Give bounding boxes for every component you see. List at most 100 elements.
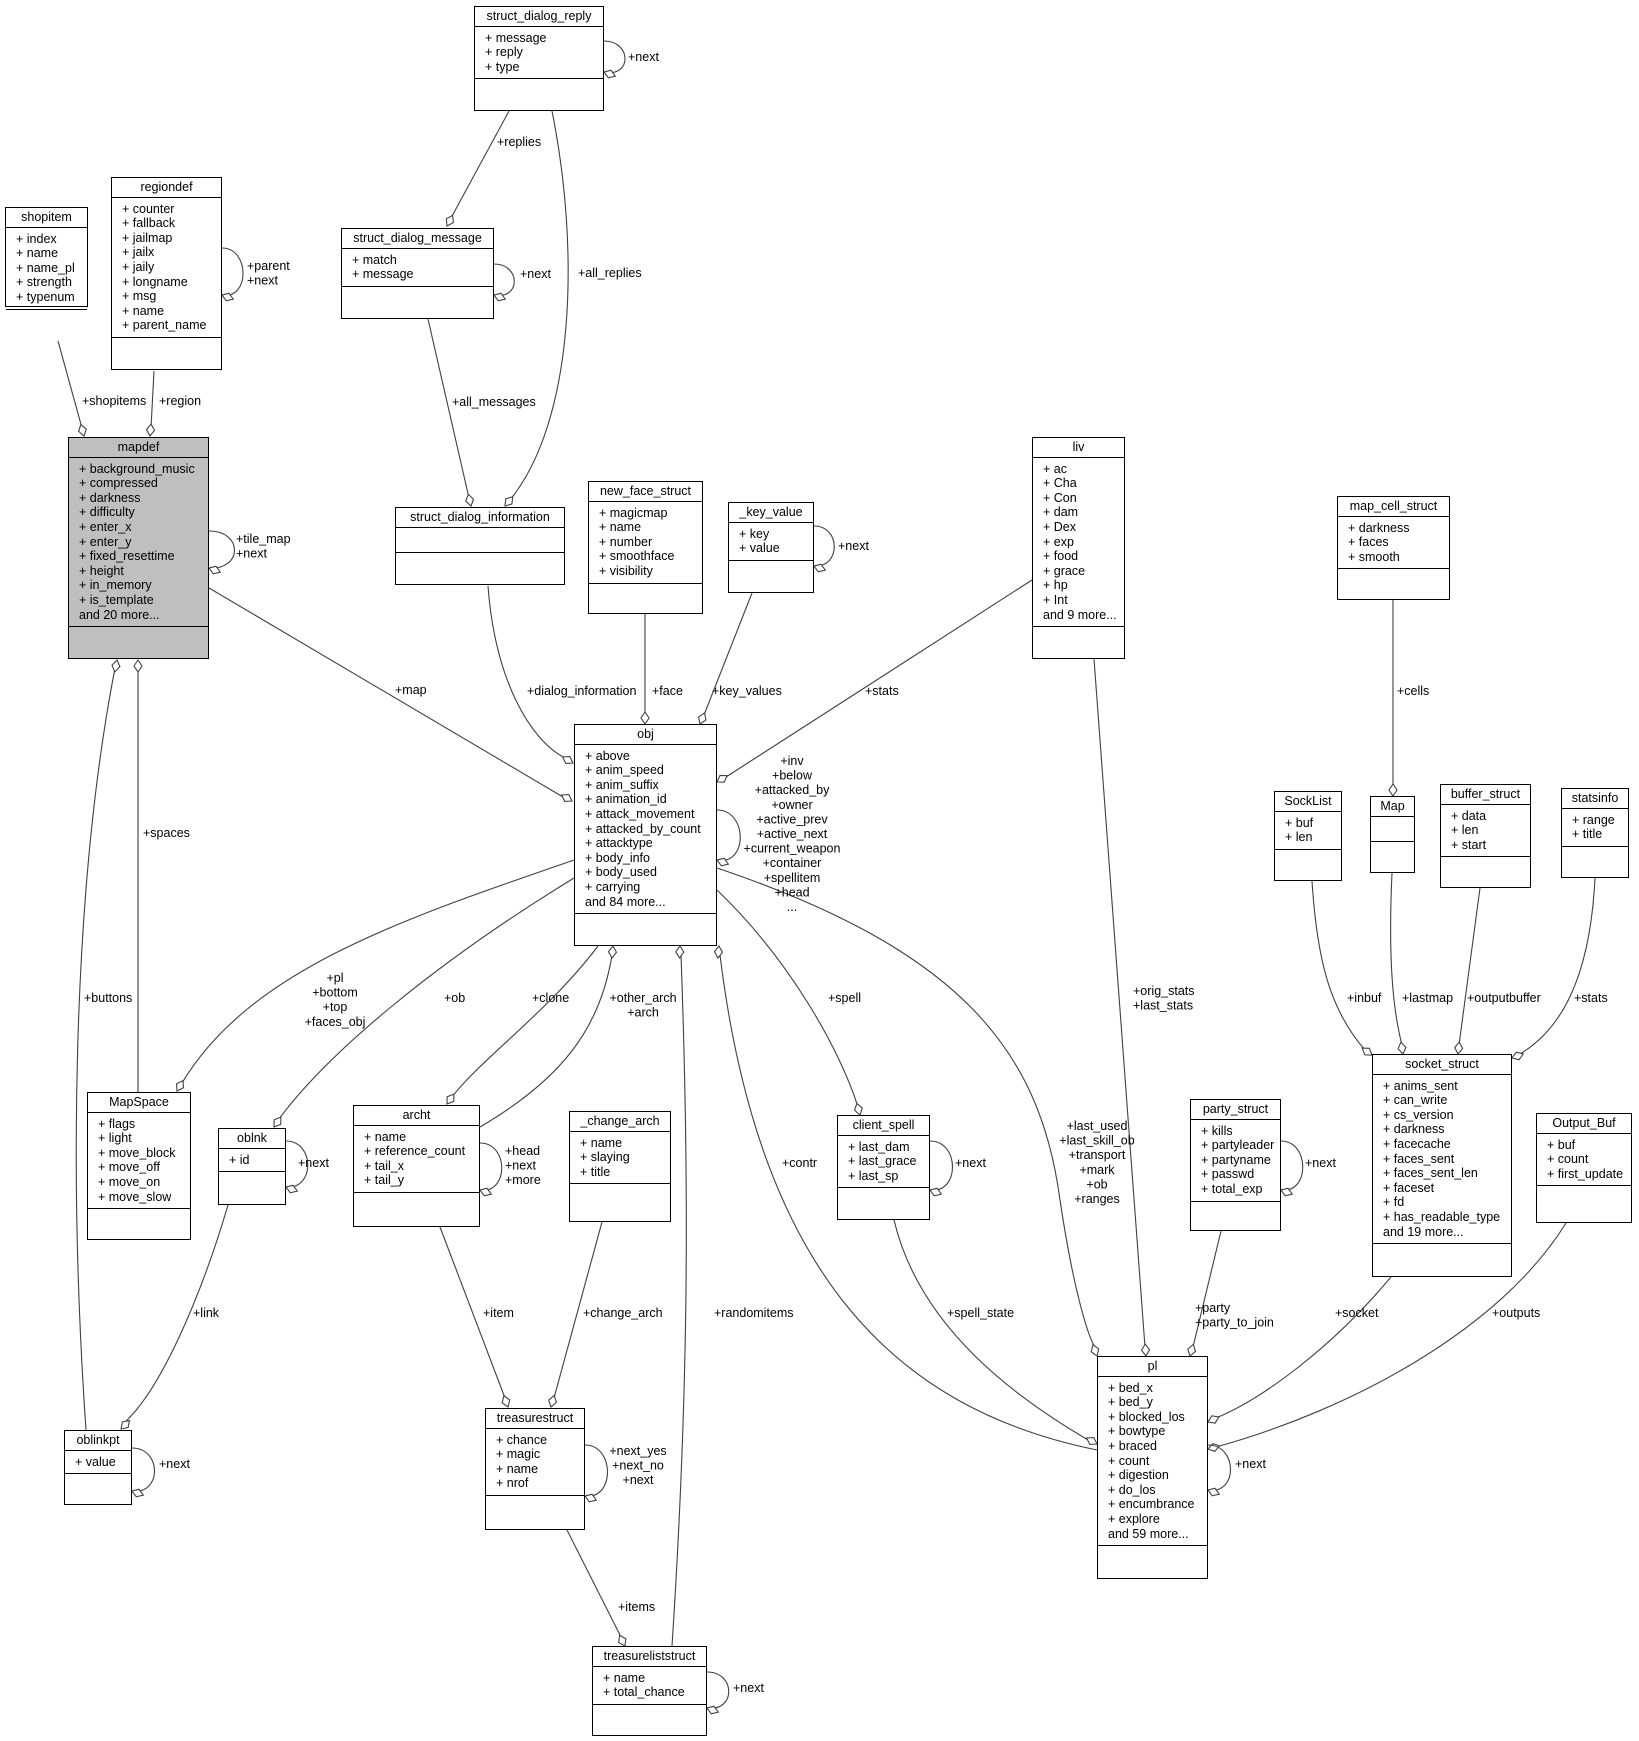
edge-label-line: +owner [771, 798, 812, 812]
class-node-change-arch[interactable]: _change_arch+ name+ slaying+ title [569, 1111, 671, 1222]
edge-label-line: +all_replies [578, 266, 642, 280]
aggregation-diamond-stats_obj [716, 774, 729, 783]
edge-label-archt_self: +head+next+more [505, 1144, 541, 1187]
edge-label-line: +party_to_join [1195, 1316, 1274, 1330]
class-attribute: + name [364, 1129, 407, 1144]
class-attribute: and 9 more... [1043, 607, 1117, 622]
class-attribute: and 59 more... [1108, 1526, 1189, 1541]
aggregation-diamond-link [120, 1419, 131, 1430]
class-attribute: + typenum [16, 289, 75, 304]
class-attribute: + anim_suffix [585, 777, 659, 792]
class-title: _key_value [729, 503, 813, 523]
class-attribute: + body_info [585, 850, 650, 865]
class-attribute: + buf [1285, 815, 1314, 830]
aggregation-diamond-key_values [697, 711, 707, 725]
edge-label-line: +stats [865, 684, 899, 698]
edge-label-line: +active_next [757, 827, 828, 841]
class-node-shopitem[interactable]: shopitem+ index+ name+ name_pl+ strength… [5, 207, 88, 310]
edge-outputs [1215, 1222, 1567, 1448]
class-attribute: + index [16, 231, 57, 246]
edge-label-line: +face [652, 684, 683, 698]
edge-label-line: +buttons [84, 991, 132, 1005]
class-node-statsinfo[interactable]: statsinfo+ range+ title [1561, 788, 1629, 878]
edge-label-line: +last_stats [1133, 999, 1193, 1013]
edge-shopitems [57, 340, 83, 429]
class-node-new-face-struct[interactable]: new_face_struct+ magicmap+ name+ number+… [588, 481, 703, 614]
edge-region [150, 370, 155, 429]
edge-last_used [716, 867, 1096, 1348]
class-node-struct-dialog-information[interactable]: struct_dialog_information [395, 507, 565, 585]
class-node-oblnk[interactable]: oblnk+ id [218, 1128, 286, 1205]
class-node-buffer-struct[interactable]: buffer_struct+ data+ len+ start [1440, 784, 1531, 888]
class-node-mapdef[interactable]: mapdef+ background_music+ compressed+ da… [68, 437, 209, 659]
class-node-regiondef[interactable]: regiondef+ counter+ fallback+ jailmap+ j… [111, 177, 222, 370]
edge-label-line: +party [1195, 1301, 1231, 1315]
class-node-Output-Buf[interactable]: Output_Buf+ buf+ count+ first_update [1536, 1113, 1632, 1223]
class-attribute: + body_used [585, 865, 657, 880]
edge-label-line: +link [193, 1306, 220, 1320]
aggregation-diamond-region [145, 423, 156, 437]
class-attribute: + do_los [1108, 1482, 1156, 1497]
class-attribute: + len [1285, 830, 1313, 845]
class-attribute: and 19 more... [1383, 1224, 1464, 1239]
edge-label-line: +items [618, 1600, 655, 1614]
class-attribute: + value [739, 541, 780, 556]
class-attribute: + last_sp [848, 1168, 899, 1183]
edge-spell_state [893, 1219, 1089, 1441]
class-attribute: + nrof [496, 1476, 529, 1491]
class-attributes: + name+ reference_count+ tail_x+ tail_y [354, 1126, 479, 1193]
class-attribute: + blocked_los [1108, 1409, 1185, 1424]
class-attribute: + count [1547, 1152, 1589, 1167]
class-node-key-value[interactable]: _key_value+ key+ value [728, 502, 814, 593]
class-attribute: + partyleader [1201, 1138, 1275, 1153]
class-node-struct-dialog-reply[interactable]: struct_dialog_reply+ message+ reply+ typ… [474, 6, 604, 111]
class-attributes: + last_dam+ last_grace+ last_sp [838, 1136, 929, 1189]
class-attribute: + reference_count [364, 1144, 466, 1159]
edge-label-dialog_information: +dialog_information [527, 684, 636, 698]
edge-label-all_messages: +all_messages [452, 395, 536, 409]
class-node-archt[interactable]: archt+ name+ reference_count+ tail_x+ ta… [353, 1105, 480, 1227]
class-node-treasureliststruct[interactable]: treasureliststruct+ name+ total_chance [592, 1646, 707, 1736]
edge-label-socket: +socket [1335, 1306, 1379, 1320]
edge-label-oblinkpt_self: +next [159, 1457, 190, 1471]
edge-label-line: +inv [780, 754, 804, 768]
class-node-MapSpace[interactable]: MapSpace+ flags+ light+ move_block+ move… [87, 1092, 191, 1240]
class-attribute: + encumbrance [1108, 1497, 1195, 1512]
class-node-pl[interactable]: pl+ bed_x+ bed_y+ blocked_los+ bowtype+ … [1097, 1356, 1208, 1579]
class-attribute: + bed_x [1108, 1380, 1153, 1395]
class-attributes: + buf+ count+ first_update [1537, 1134, 1631, 1187]
class-attribute: + title [1572, 827, 1603, 842]
aggregation-diamond-pl_self [1207, 1487, 1221, 1497]
class-node-oblinkpt[interactable]: oblinkpt+ value [64, 1430, 132, 1505]
class-node-party-struct[interactable]: party_struct+ kills+ partyleader+ partyn… [1190, 1099, 1281, 1231]
class-attributes: + ac+ Cha+ Con+ dam+ Dex+ exp+ food+ gra… [1033, 458, 1124, 628]
edge-label-pl_self: +next [1235, 1457, 1266, 1471]
edge-archt_self [479, 1142, 503, 1191]
class-node-struct-dialog-message[interactable]: struct_dialog_message+ match+ message [341, 228, 494, 319]
class-attributes: + above+ anim_speed+ anim_suffix+ animat… [575, 745, 716, 915]
class-attribute: + last_dam [848, 1139, 910, 1154]
class-node-SockList[interactable]: SockList+ buf+ len [1274, 791, 1342, 881]
class-node-liv[interactable]: liv+ ac+ Cha+ Con+ dam+ Dex+ exp+ food+ … [1032, 437, 1125, 659]
class-node-obj[interactable]: obj+ above+ anim_speed+ anim_suffix+ ani… [574, 724, 717, 946]
class-node-socket-struct[interactable]: socket_struct+ anims_sent+ can_write+ cs… [1372, 1054, 1512, 1277]
class-attribute: + name [122, 303, 165, 318]
aggregation-diamond-pl_bottom [175, 1079, 185, 1092]
class-attribute: + name [603, 1670, 646, 1685]
edge-label-outputbuffer: +outputbuffer [1467, 991, 1541, 1005]
edge-key_values [703, 592, 753, 716]
class-attribute: + grace [1043, 563, 1086, 578]
class-attribute: + type [485, 59, 520, 74]
class-node-map-cell-struct[interactable]: map_cell_struct+ darkness+ faces+ smooth [1337, 496, 1450, 600]
edge-clone [451, 945, 599, 1098]
aggregation-diamond-oblinkpt_self [131, 1488, 145, 1498]
edge-label-line: +key_values [712, 684, 782, 698]
class-node-treasurestruct[interactable]: treasurestruct+ chance+ magic+ name+ nro… [485, 1408, 585, 1530]
class-attribute: + parent_name [122, 318, 207, 333]
class-node-client-spell[interactable]: client_spell+ last_dam+ last_grace+ last… [837, 1115, 930, 1220]
class-node-Map[interactable]: Map [1370, 796, 1415, 873]
class-title: pl [1098, 1357, 1207, 1377]
class-attribute: + digestion [1108, 1468, 1169, 1483]
edge-label-randomitems: +randomitems [714, 1306, 794, 1320]
